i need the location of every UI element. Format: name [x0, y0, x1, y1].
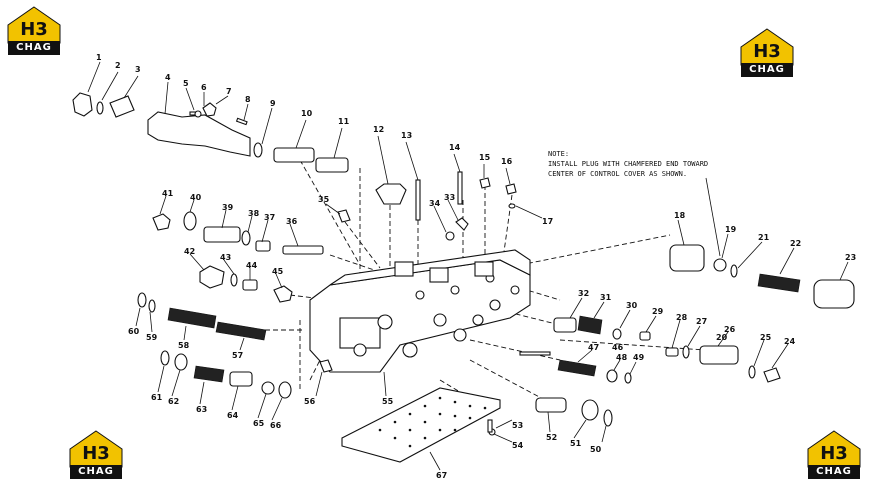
callout-50: 50 — [590, 445, 602, 454]
callout-63: 63 — [196, 405, 207, 414]
callout-38: 38 — [248, 209, 260, 218]
brand-logo-top-left: H3 CHAG — [6, 5, 62, 57]
callout-49: 49 — [633, 353, 645, 362]
callout-47: 47 — [588, 343, 599, 352]
callout-2: 2 — [115, 61, 121, 70]
callout-10: 10 — [301, 109, 313, 118]
callout-37: 37 — [264, 213, 275, 222]
callout-9: 9 — [270, 99, 276, 108]
callout-65: 65 — [253, 419, 265, 428]
callout-51: 51 — [570, 439, 582, 448]
callout-7: 7 — [226, 87, 232, 96]
note-line: INSTALL PLUG WITH CHAMFERED END TOWARD — [548, 160, 709, 168]
callout-22: 22 — [790, 239, 801, 248]
callout-26: 26 — [724, 325, 736, 334]
callout-14: 14 — [449, 143, 461, 152]
callout-29: 29 — [652, 307, 664, 316]
callout-41: 41 — [162, 189, 174, 198]
callout-45: 45 — [272, 267, 284, 276]
callout-61: 61 — [151, 393, 163, 402]
callout-35: 35 — [318, 195, 330, 204]
callout-64: 64 — [227, 411, 239, 420]
callout-59: 59 — [146, 333, 158, 342]
callout-44: 44 — [246, 261, 258, 270]
callout-46: 46 — [612, 343, 624, 352]
callout-33: 33 — [444, 193, 455, 202]
callout-62: 62 — [168, 397, 179, 406]
callout-4: 4 — [165, 73, 171, 82]
callout-numbers: 1 2 3 4 5 6 7 8 9 10 11 12 13 14 15 16 1… — [96, 53, 856, 480]
callout-13: 13 — [401, 131, 412, 140]
callout-20: 20 — [716, 333, 728, 342]
callout-5: 5 — [183, 79, 189, 88]
logo-text: CHAG — [70, 465, 122, 479]
callout-8: 8 — [245, 95, 251, 104]
callout-34: 34 — [429, 199, 441, 208]
brand-logo-top-right: H3 CHAG — [739, 27, 795, 79]
callout-53: 53 — [512, 421, 523, 430]
callout-3: 3 — [135, 65, 141, 74]
callout-23: 23 — [845, 253, 856, 262]
callout-17: 17 — [542, 217, 553, 226]
logo-text: CHAG — [741, 63, 793, 77]
brand-logo-bottom-left: H3 CHAG — [68, 429, 124, 481]
logo-mark: H3 — [753, 41, 781, 62]
callout-60: 60 — [128, 327, 140, 336]
callout-28: 28 — [676, 313, 688, 322]
left-small-parts — [137, 292, 292, 399]
callout-21: 21 — [758, 233, 770, 242]
callout-30: 30 — [626, 301, 638, 310]
callout-56: 56 — [304, 397, 316, 406]
note-heading: NOTE: — [548, 150, 570, 158]
callout-11: 11 — [338, 117, 350, 126]
callout-36: 36 — [286, 217, 298, 226]
callout-66: 66 — [270, 421, 282, 430]
callout-57: 57 — [232, 351, 243, 360]
callout-19: 19 — [725, 225, 737, 234]
callout-39: 39 — [222, 203, 234, 212]
logo-text: CHAG — [808, 465, 860, 479]
callout-18: 18 — [674, 211, 686, 220]
top-parts — [72, 92, 349, 173]
leader-lines — [87, 61, 849, 471]
plug-parts — [337, 171, 517, 241]
callout-25: 25 — [760, 333, 772, 342]
callout-27: 27 — [696, 317, 707, 326]
springs — [167, 273, 801, 383]
callout-12: 12 — [373, 125, 384, 134]
callout-55: 55 — [382, 397, 394, 406]
callout-15: 15 — [479, 153, 491, 162]
callout-58: 58 — [178, 341, 190, 350]
callout-1: 1 — [96, 53, 102, 62]
callout-31: 31 — [600, 293, 612, 302]
left-parts — [152, 211, 324, 303]
callout-67: 67 — [436, 471, 447, 480]
callout-6: 6 — [201, 83, 207, 92]
callout-24: 24 — [784, 337, 796, 346]
callout-40: 40 — [190, 193, 202, 202]
logo-mark: H3 — [820, 443, 848, 464]
valve-body — [309, 249, 531, 373]
callout-42: 42 — [184, 247, 195, 256]
cover-plate — [341, 387, 501, 463]
logo-text: CHAG — [8, 41, 60, 55]
callout-52: 52 — [546, 433, 557, 442]
callout-54: 54 — [512, 441, 524, 450]
callout-43: 43 — [220, 253, 231, 262]
note-line: CENTER OF CONTROL COVER AS SHOWN. — [548, 170, 688, 178]
callout-48: 48 — [616, 353, 628, 362]
right-parts — [319, 244, 855, 436]
logo-mark: H3 — [20, 19, 48, 40]
callout-16: 16 — [501, 157, 513, 166]
logo-mark: H3 — [82, 443, 110, 464]
callout-32: 32 — [578, 289, 589, 298]
brand-logo-bottom-right: H3 CHAG — [806, 429, 862, 481]
installation-note: NOTE: INSTALL PLUG WITH CHAMFERED END TOW… — [548, 149, 708, 179]
